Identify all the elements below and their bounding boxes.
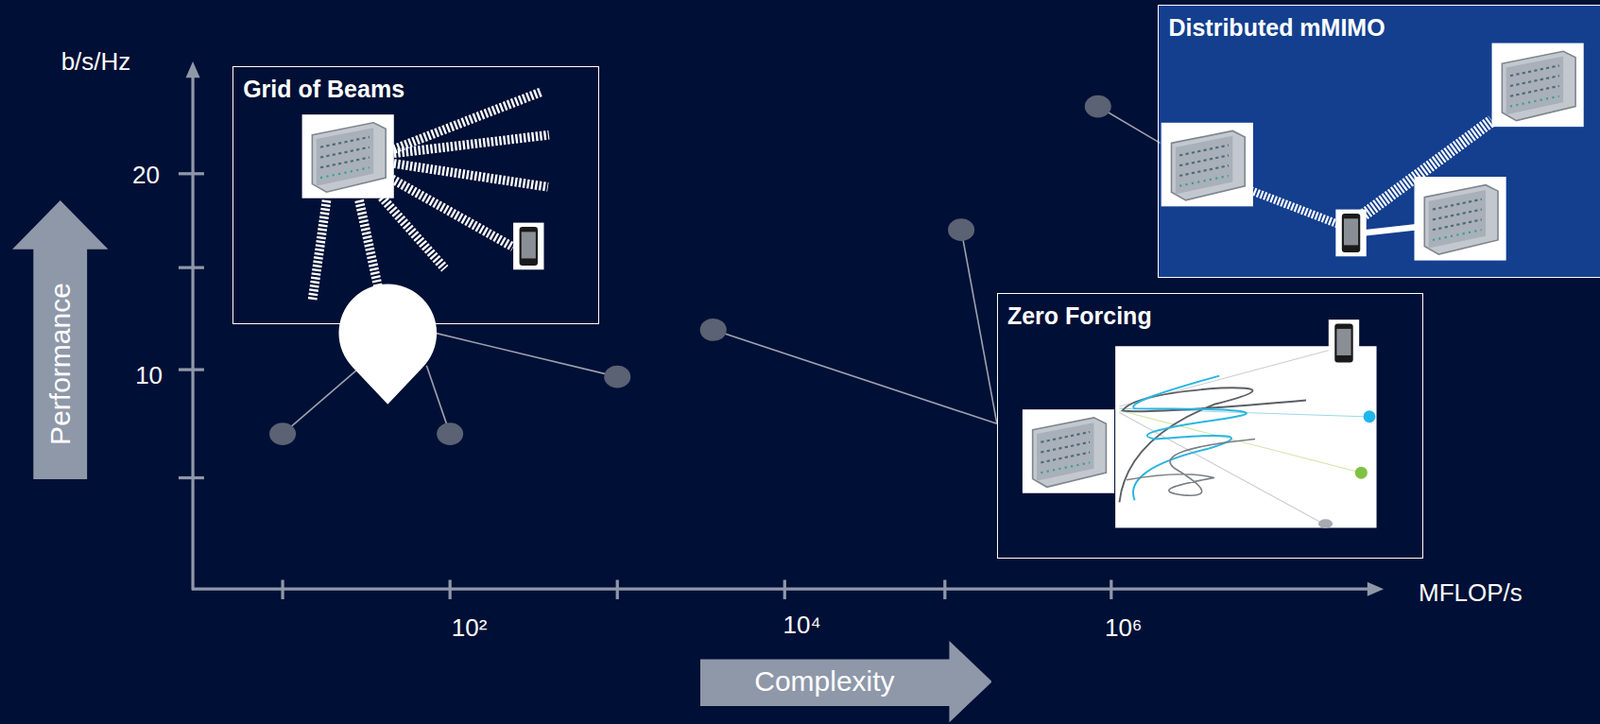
arrow-label: Complexity [754, 665, 895, 698]
beam [394, 163, 549, 188]
arrow-label: Performance [44, 283, 77, 447]
phone-icon [1335, 209, 1366, 258]
data-point [436, 422, 464, 446]
leader-line [713, 329, 998, 424]
phone-icon [1328, 319, 1360, 367]
selection-pin [338, 284, 437, 405]
user-dot [1363, 410, 1377, 423]
tick [178, 367, 205, 371]
data-point [700, 318, 727, 342]
user-dot [1355, 466, 1368, 480]
grid-of-beams-box: Grid of Beams [232, 66, 599, 325]
beam [394, 135, 550, 154]
leader-lines [282, 106, 1161, 435]
leader-line [282, 369, 358, 434]
zero-forcing-box: Zero Forcing [997, 292, 1424, 559]
tick [1109, 580, 1113, 601]
leader-line [961, 229, 998, 424]
panel-fill [1157, 5, 1600, 278]
phone-icon [513, 223, 544, 271]
axis-arrowhead [186, 61, 201, 78]
box-heading: Distributed mMIMO [1168, 14, 1599, 42]
zf-rays [1118, 349, 1363, 524]
complexity-arrow: Complexity [700, 640, 993, 723]
squiggle [1133, 376, 1247, 501]
axis-unit: MFLOP/s [1418, 578, 1523, 608]
axis-arrowhead [1367, 582, 1384, 597]
beam [392, 178, 514, 247]
data-point [603, 365, 631, 389]
data-point [269, 422, 296, 446]
tick [943, 580, 947, 601]
block-arrow [700, 640, 993, 723]
tick [616, 580, 620, 601]
data-point [1084, 95, 1112, 119]
data-point [947, 218, 975, 241]
tick-label: 10⁶ [1104, 613, 1143, 643]
tick [280, 580, 284, 601]
base-station-icon [1413, 176, 1506, 261]
link [1246, 189, 1345, 227]
base-station-icon [1492, 43, 1584, 128]
beam [359, 200, 380, 294]
beam [311, 200, 327, 302]
zf-panel [1115, 345, 1377, 528]
x-axis [191, 587, 1370, 591]
ray [1118, 412, 1322, 523]
base-station-icon [302, 114, 395, 199]
tick [783, 580, 787, 601]
box-heading: Zero Forcing [1007, 302, 1413, 330]
squiggle [1118, 387, 1307, 502]
tick-label: 10⁴ [783, 609, 822, 639]
tick [178, 172, 205, 175]
tick-label: 20 [132, 159, 160, 190]
tick-label: 10 [135, 361, 163, 391]
performance-arrow: Performance [12, 200, 108, 481]
block-arrow [12, 200, 108, 481]
leader-line [430, 331, 619, 378]
axis-unit: b/s/Hz [61, 46, 132, 76]
link [1363, 226, 1419, 233]
tick [178, 476, 205, 480]
user-dot [1318, 518, 1333, 529]
y-axis [190, 73, 194, 590]
tick [178, 266, 205, 270]
distributed-mimo-box: Distributed mMIMO [1157, 4, 1600, 277]
base-station-icon [1161, 122, 1254, 207]
tick-label: 10² [451, 613, 488, 643]
squiggle [1126, 439, 1256, 497]
box-heading: Grid of Beams [242, 75, 588, 104]
tick [448, 580, 452, 601]
base-station-icon [1022, 409, 1115, 494]
beam [381, 197, 446, 270]
